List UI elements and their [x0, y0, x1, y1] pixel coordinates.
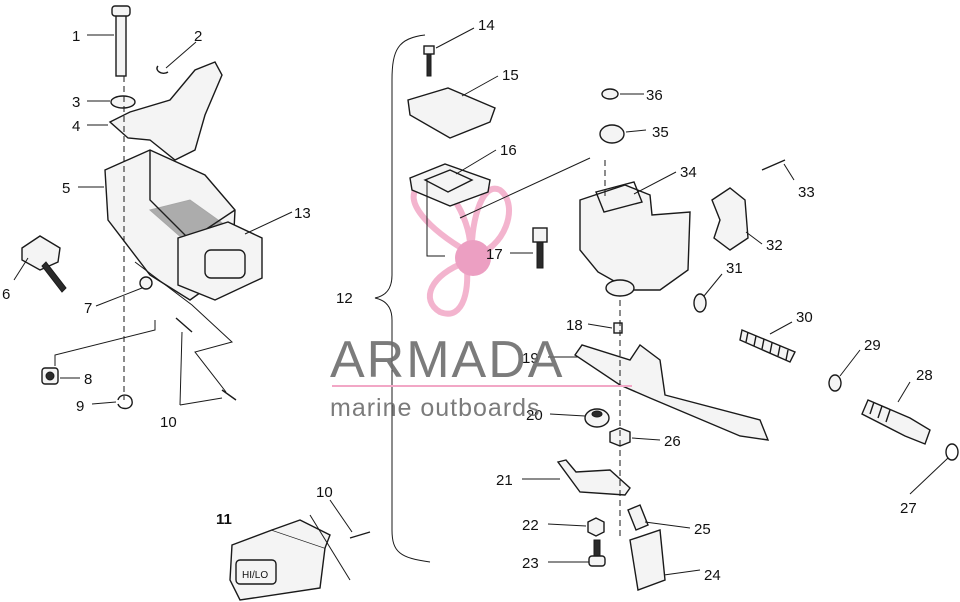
callout-10: 10: [160, 414, 177, 431]
part-1-bolt: [111, 5, 131, 77]
callout-13: 13: [294, 205, 311, 222]
callout-24: 24: [704, 567, 721, 584]
part-15-cover: [407, 87, 496, 139]
part-16-gasket: [409, 163, 491, 207]
group-12-brace: [374, 34, 431, 563]
callout-23: 23: [522, 555, 539, 572]
callout-35: 35: [652, 124, 669, 141]
callout-34: 34: [680, 164, 697, 181]
part-14-screw: [423, 45, 435, 77]
callout-labels: 1 2 3 4 5 6 7 8 9 10 11 12 13 14 15 16 1…: [2, 17, 933, 584]
part-24-tag: [629, 529, 666, 591]
part-20-spacer: [584, 408, 610, 428]
part-7-grommet: [139, 276, 153, 290]
part-35-boot: [599, 124, 625, 144]
callout-28: 28: [916, 367, 933, 384]
callout-9: 9: [76, 398, 84, 415]
callout-5: 5: [62, 180, 70, 197]
part-23-screw: [588, 539, 606, 567]
callout-21: 21: [496, 472, 513, 489]
part-6-knob: [21, 235, 67, 293]
part-34-master-cylinder: [579, 184, 691, 291]
part-13-frame: [177, 221, 263, 301]
part-25-clip: [627, 504, 649, 531]
callout-22: 22: [522, 517, 539, 534]
callout-25: 25: [694, 521, 711, 538]
callout-1: 1: [72, 28, 80, 45]
part-29-washer: [828, 374, 842, 392]
part-19-lever: [574, 343, 770, 441]
part-32-clamp: [711, 187, 749, 251]
callout-17: 17: [486, 246, 503, 263]
callout-4: 4: [72, 118, 80, 135]
watermark-tagline: marine outboards: [330, 394, 541, 422]
part-18-pin: [613, 322, 623, 334]
callout-20: 20: [526, 407, 543, 424]
callout-14: 14: [478, 17, 495, 34]
part-28-piston: [861, 399, 931, 445]
part-8-nut: [41, 367, 59, 385]
callout-8: 8: [84, 371, 92, 388]
callout-30: 30: [796, 309, 813, 326]
callout-32: 32: [766, 237, 783, 254]
callout-19: 19: [522, 350, 539, 367]
callout-33: 33: [798, 184, 815, 201]
callout-7: 7: [84, 300, 92, 317]
part-11-switch: [229, 519, 331, 601]
part-21-bracket: [556, 459, 631, 496]
callout-29: 29: [864, 337, 881, 354]
part-31-washer: [693, 293, 707, 313]
part-22-nut: [587, 517, 605, 537]
part-33-screw: [761, 159, 786, 171]
part-10-screw-b: [221, 389, 237, 401]
part-4-bracket: [108, 61, 223, 161]
callout-18: 18: [566, 317, 583, 334]
callout-11: 11: [216, 511, 232, 528]
part-2-clip: [156, 65, 169, 75]
callout-26: 26: [664, 433, 681, 450]
switch-face-label: HI/LO: [242, 570, 268, 581]
watermark-brand: ARMADA: [330, 331, 564, 389]
callout-31: 31: [726, 260, 743, 277]
callout-2: 2: [194, 28, 202, 45]
leader-lines: [13, 27, 949, 576]
part-36-washer: [601, 88, 619, 100]
callout-12: 12: [336, 290, 353, 307]
callout-3: 3: [72, 94, 80, 111]
part-27-o-ring: [945, 443, 959, 461]
callout-10b: 10: [316, 484, 333, 501]
part-26-nut: [609, 427, 631, 447]
part-10-screw: [175, 317, 193, 333]
part-10-screw-c: [349, 531, 371, 539]
part-3-washer: [110, 95, 136, 109]
part-30-spring: [739, 329, 796, 363]
part-17-bolt: [532, 227, 548, 269]
callout-15: 15: [502, 67, 519, 84]
callout-36: 36: [646, 87, 663, 104]
part-9-clip: [117, 394, 133, 410]
callout-6: 6: [2, 286, 10, 303]
callout-27: 27: [900, 500, 917, 517]
callout-16: 16: [500, 142, 517, 159]
